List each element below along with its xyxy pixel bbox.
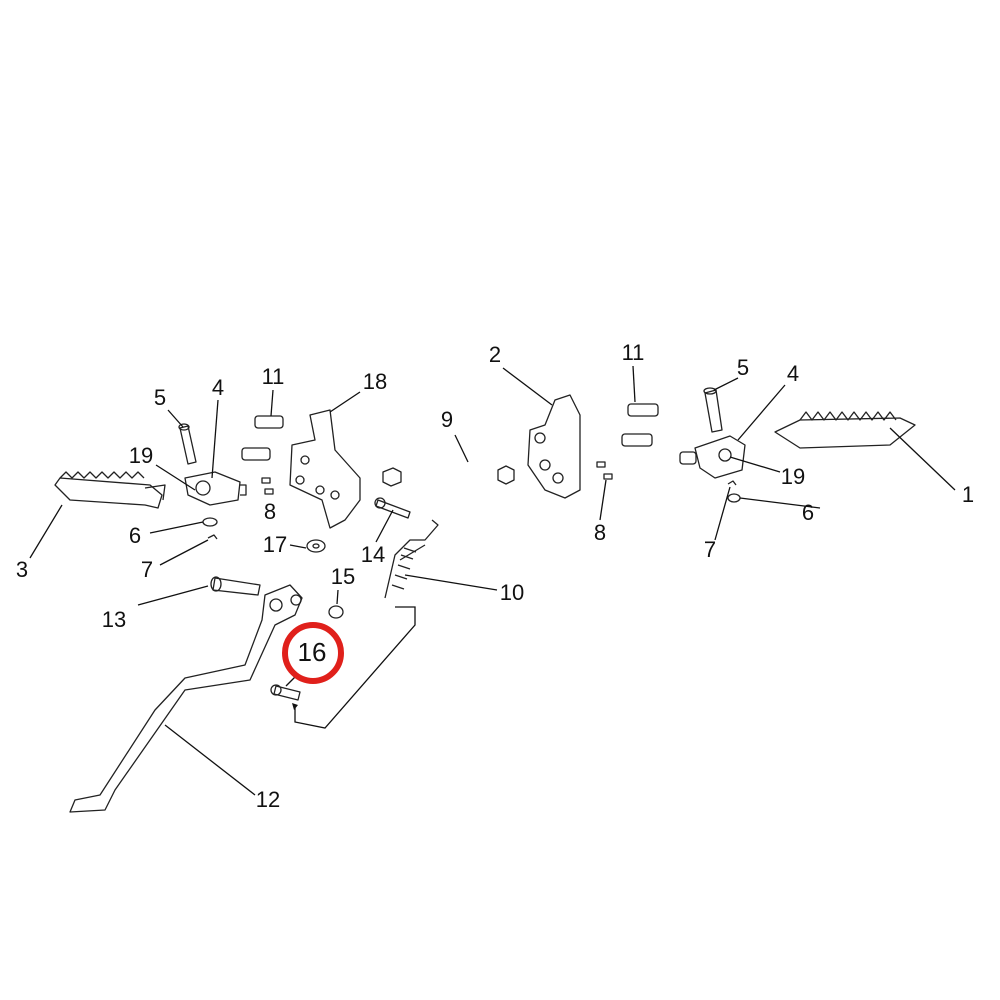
nut-9-right <box>497 465 515 485</box>
leader-lines <box>29 365 956 796</box>
bolt-14 <box>374 497 411 519</box>
callout-8-right[interactable]: 8 <box>593 520 607 545</box>
left-pins-8 <box>261 477 274 495</box>
callout-17[interactable]: 17 <box>262 532 288 557</box>
left-bolts-11 <box>241 415 284 461</box>
callout-4-right[interactable]: 4 <box>786 361 800 386</box>
bracket-18 <box>289 409 361 529</box>
right-peg-bracket <box>679 435 746 479</box>
nut-9-left <box>382 467 402 487</box>
nut-15 <box>328 605 344 619</box>
callout-8-left[interactable]: 8 <box>263 499 277 524</box>
callout-10[interactable]: 10 <box>499 580 525 605</box>
left-footpeg <box>54 471 166 509</box>
callout-14[interactable]: 14 <box>360 542 386 567</box>
right-footpeg <box>774 411 916 449</box>
callout-2[interactable]: 2 <box>488 342 502 367</box>
arrow-icon <box>292 703 298 710</box>
callout-18[interactable]: 18 <box>362 369 388 394</box>
bolt-13 <box>210 576 261 596</box>
callout-6-right[interactable]: 6 <box>801 500 815 525</box>
highlight-circle <box>282 622 344 684</box>
callout-19-right[interactable]: 19 <box>780 464 806 489</box>
callout-4-left[interactable]: 4 <box>211 375 225 400</box>
callout-11-right[interactable]: 11 <box>621 340 645 365</box>
callout-16-highlighted[interactable]: 16 <box>297 637 327 667</box>
callout-11-left[interactable]: 11 <box>261 364 285 389</box>
right-washer-6 <box>727 493 741 503</box>
side-stand-12 <box>69 584 303 813</box>
right-pin-5 <box>703 387 723 433</box>
washer-17 <box>306 539 326 553</box>
plate-2 <box>527 394 581 499</box>
callout-3[interactable]: 3 <box>15 557 29 582</box>
callout-1[interactable]: 1 <box>961 482 975 507</box>
left-washer-6 <box>202 517 218 527</box>
callout-15[interactable]: 15 <box>330 564 356 589</box>
callout-7-right[interactable]: 7 <box>703 537 717 562</box>
callout-19-left[interactable]: 19 <box>128 443 154 468</box>
callout-12[interactable]: 12 <box>255 787 281 812</box>
pin-16 <box>270 684 301 701</box>
callout-9[interactable]: 9 <box>440 407 454 432</box>
right-bolts-11 <box>621 403 659 447</box>
callout-5-left[interactable]: 5 <box>153 385 167 410</box>
left-pin-5 <box>178 423 197 465</box>
left-peg-bracket <box>184 471 247 506</box>
callout-13[interactable]: 13 <box>101 607 127 632</box>
spring-10 <box>384 519 439 599</box>
spring-hook-path <box>294 606 416 729</box>
right-clip-7 <box>727 480 737 486</box>
callout-6-left[interactable]: 6 <box>128 523 142 548</box>
callout-7-left[interactable]: 7 <box>140 557 154 582</box>
left-clip-7 <box>207 534 218 540</box>
callout-5-right[interactable]: 5 <box>736 355 750 380</box>
right-pins-8 <box>596 461 613 480</box>
